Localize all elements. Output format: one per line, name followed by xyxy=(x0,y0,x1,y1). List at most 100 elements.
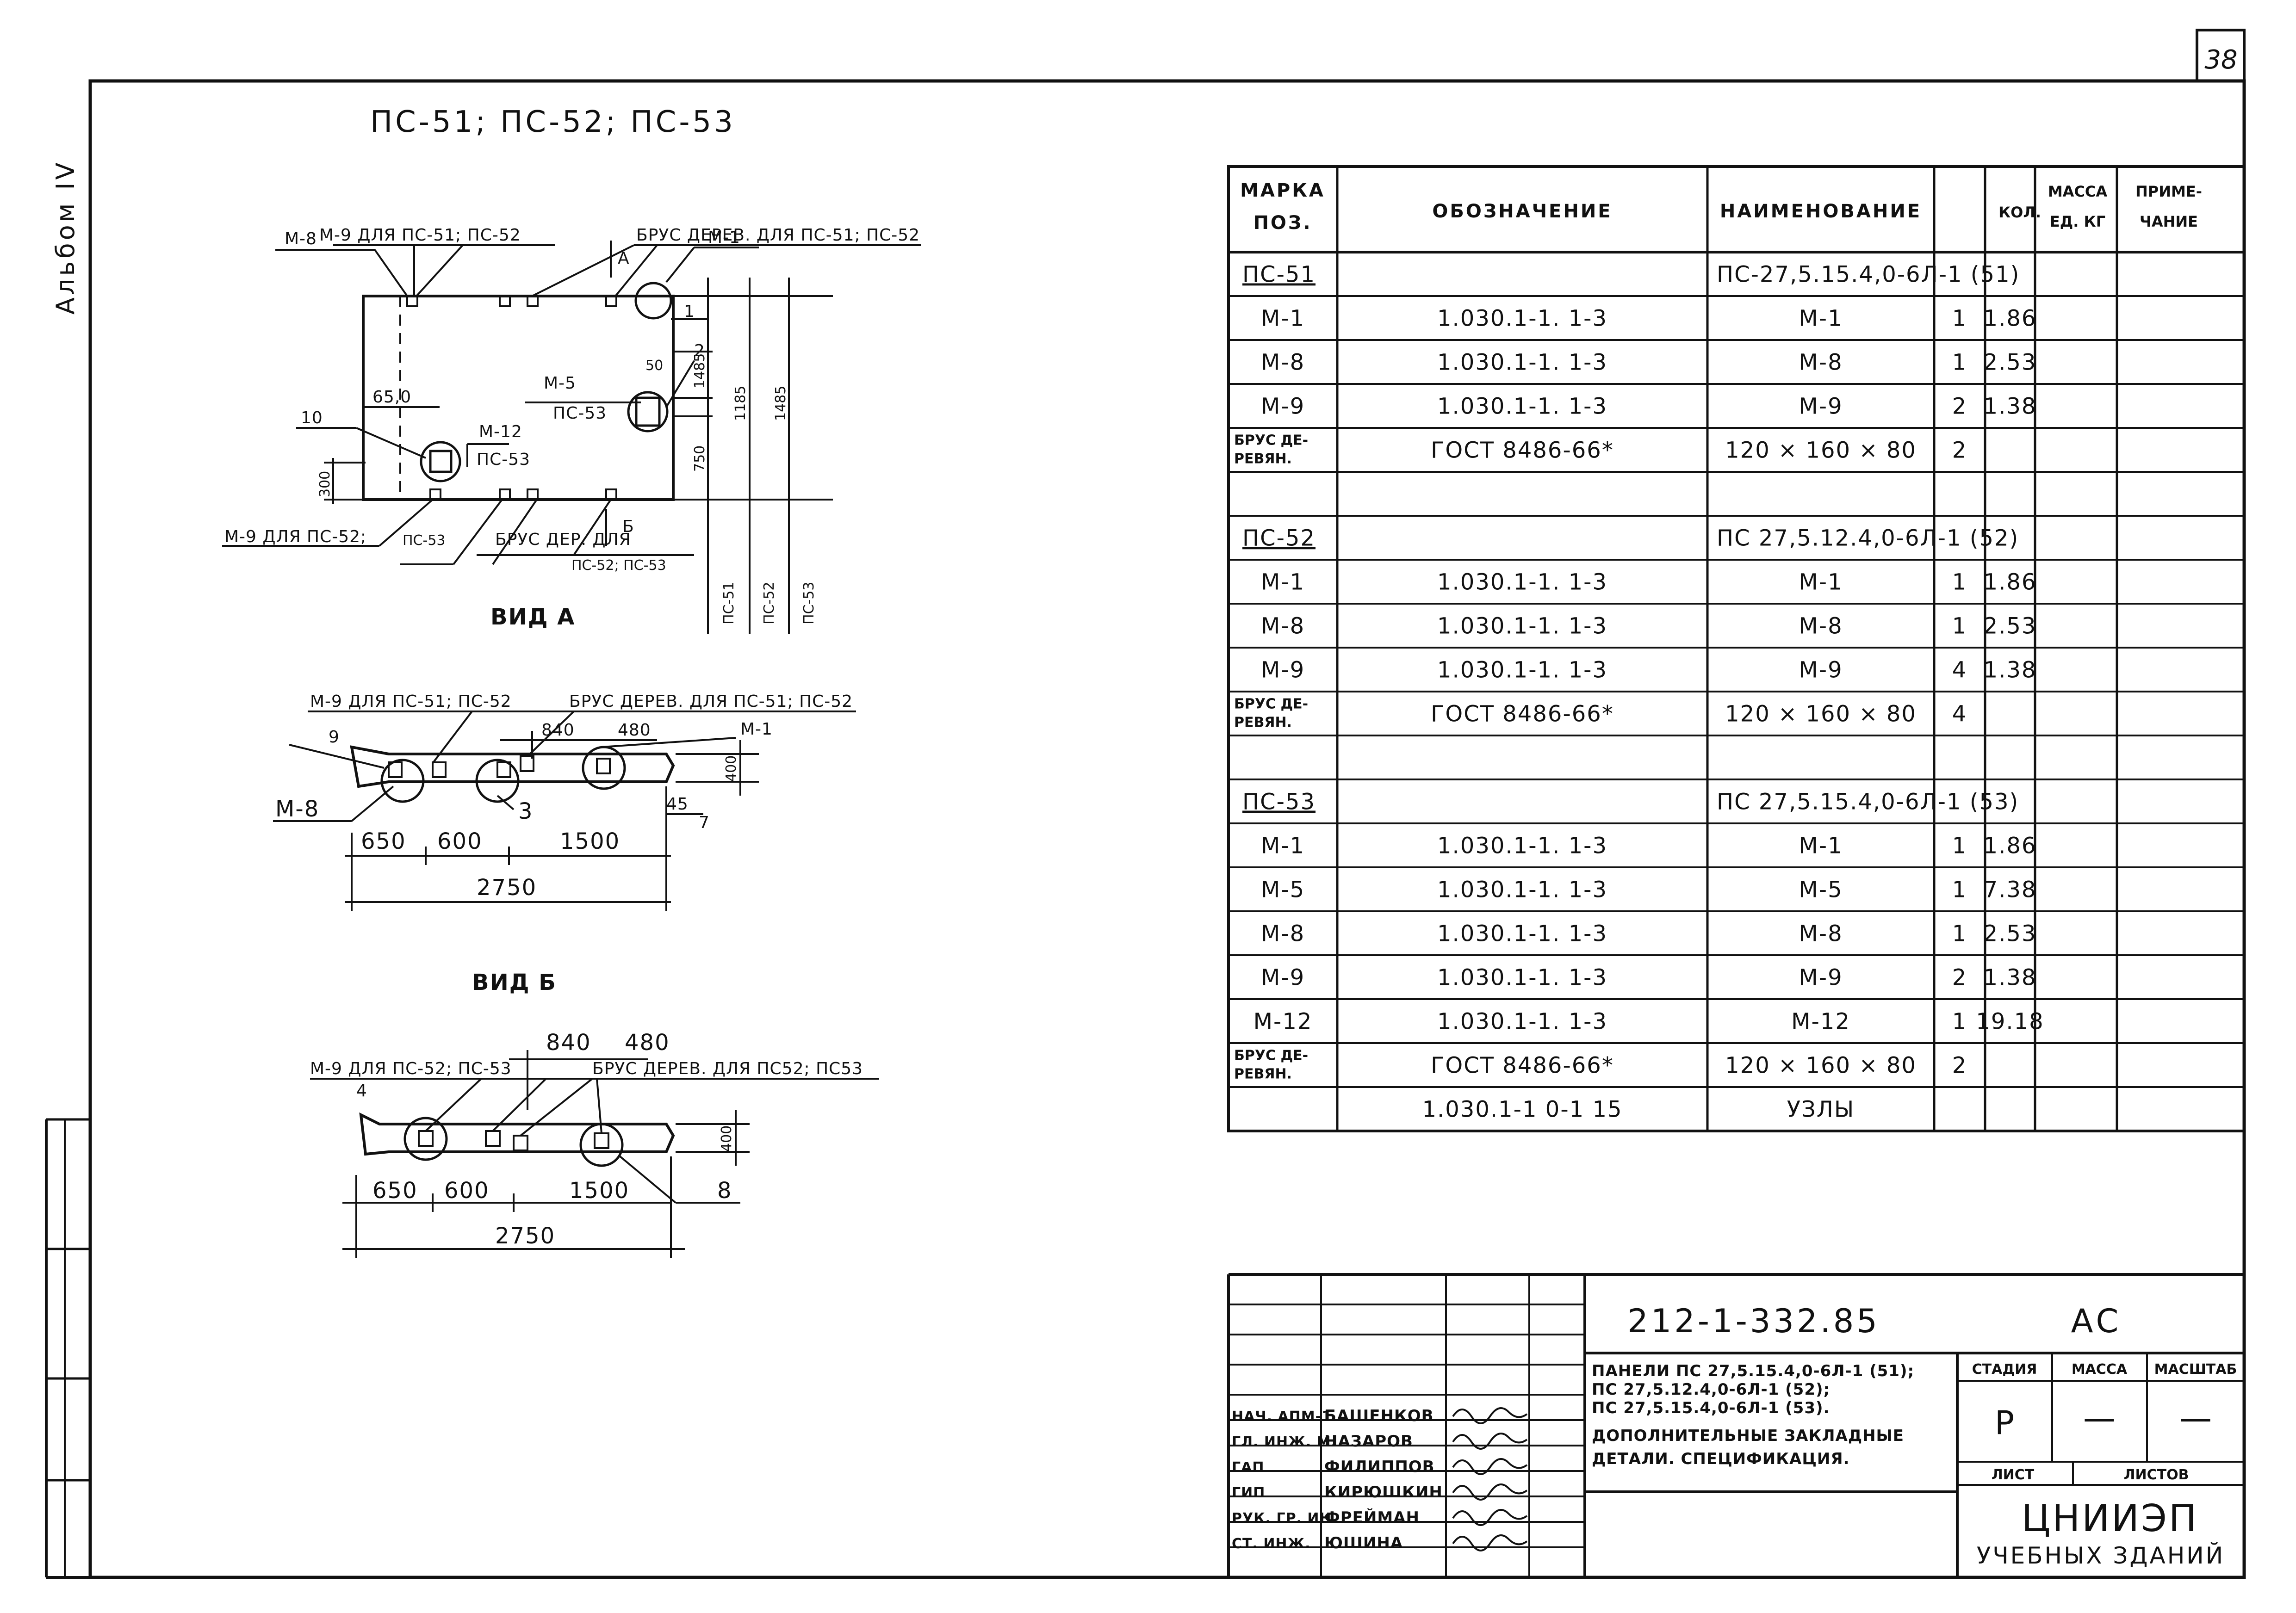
spec-cell-mark: М-1 xyxy=(1261,306,1305,332)
plan-label-m5-sub: ПС-53 xyxy=(553,404,607,423)
spec-row: БРУС ДЕ-РЕВЯН.ГОСТ 8486-66*120 × 160 × 8… xyxy=(1234,433,1966,467)
description-line: ПС 27,5.15.4,0-6Л-1 (53). xyxy=(1592,1399,1830,1417)
spec-header-mass-1: МАССА xyxy=(2048,183,2108,200)
spec-cell-mass: 1.38 xyxy=(1984,394,2037,420)
spec-cell-name: 120 × 160 × 80 xyxy=(1725,438,1917,464)
spec-cell-qty: 1 xyxy=(1952,921,1967,947)
spec-cell-mark: БРУС ДЕ- xyxy=(1234,1048,1308,1064)
sheet-header: ЛИСТ xyxy=(1992,1467,2035,1483)
spec-cell-qty: 2 xyxy=(1952,965,1967,991)
spec-row: БРУС ДЕ-РЕВЯН.ГОСТ 8486-66*120 × 160 × 8… xyxy=(1234,1048,1966,1082)
plan-col-ps52: ПС-52 xyxy=(761,581,777,624)
spec-cell-mark: РЕВЯН. xyxy=(1234,1066,1292,1082)
plan-ref-1: 1 xyxy=(684,302,695,321)
title-block-section: АС xyxy=(2071,1302,2122,1340)
scale-value: — xyxy=(2179,1399,2212,1437)
staff-role: ГИП xyxy=(1232,1485,1265,1501)
spec-cell-mass: 1.86 xyxy=(1984,306,2037,332)
view-b-dim-600: 600 xyxy=(444,1178,490,1204)
stage-header: СТАДИЯ xyxy=(1972,1361,2037,1378)
spec-cell-mark: М-1 xyxy=(1261,569,1305,595)
spec-cell-mark: РЕВЯН. xyxy=(1234,451,1292,467)
spec-cell-mark: ПС-51 xyxy=(1242,262,1316,288)
spec-cell-name: 120 × 160 × 80 xyxy=(1725,701,1917,727)
spec-cell-mark: М-8 xyxy=(1261,350,1305,376)
signature-scribble xyxy=(1452,1433,1528,1450)
spec-cell-mass: 1.86 xyxy=(1984,569,2037,595)
spec-cell-designation: 1.030.1-1. 1-3 xyxy=(1437,965,1607,991)
spec-cell-mark: БРУС ДЕ- xyxy=(1234,696,1308,712)
spec-cell-mass: 1.86 xyxy=(1984,833,2037,859)
spec-header-note-1: ПРИМЕ- xyxy=(2135,183,2202,200)
spec-cell-designation: 1.030.1-1. 1-3 xyxy=(1437,833,1607,859)
plan-leaders xyxy=(222,241,921,565)
signature-scribble xyxy=(1452,1509,1528,1526)
view-a-dim-840: 840 xyxy=(541,721,575,740)
spec-cell-designation: 1.030.1-1 0-1 15 xyxy=(1422,1097,1622,1123)
view-b: ВИД Б М-9 ДЛЯ ПС-52; ПС-5 xyxy=(310,970,879,1258)
spec-table: МАРКА ПОЗ. ОБОЗНАЧЕНИЕ НАИМЕНОВАНИЕ КОЛ.… xyxy=(1227,165,2246,1132)
plan-dim-750: 750 xyxy=(692,445,708,472)
spec-header-mass-2: ЕД. КГ xyxy=(2050,213,2105,230)
view-a-ref-3: 3 xyxy=(518,798,534,824)
view-a-dim-2750: 2750 xyxy=(477,875,537,901)
spec-cell-designation: 1.030.1-1. 1-3 xyxy=(1437,306,1607,332)
plan-label-brus-bottom: БРУС ДЕР. ДЛЯ xyxy=(495,530,631,549)
spec-cell-name: М-9 xyxy=(1799,965,1843,991)
plan-dim-1185: 1185 xyxy=(732,386,749,421)
plan-view: М-9 ДЛЯ ПС-51; ПС-52 БРУС ДЕРЕВ. ДЛЯ ПС-… xyxy=(222,226,921,634)
spec-cell-designation: 1.030.1-1. 1-3 xyxy=(1437,1009,1607,1035)
drawing-title: ПС-51; ПС-52; ПС-53 xyxy=(370,105,736,139)
view-b-ref-4: 4 xyxy=(356,1082,367,1100)
view-a-dim-45: 45 xyxy=(666,795,689,814)
staff-name: ЮШИНА xyxy=(1324,1534,1403,1552)
plan-arrow-a: А xyxy=(618,249,630,268)
spec-cell-mark: М-8 xyxy=(1261,921,1305,947)
spec-cell-designation: 1.030.1-1. 1-3 xyxy=(1437,921,1607,947)
view-a-label-brus: БРУС ДЕРЕВ. ДЛЯ ПС-51; ПС-52 xyxy=(569,692,853,711)
spec-header-note-2: ЧАНИЕ xyxy=(2140,213,2198,230)
spec-cell-designation: ГОСТ 8486-66* xyxy=(1431,701,1614,727)
album-label: Альбом IV xyxy=(51,160,80,315)
sheets-header: ЛИСТОВ xyxy=(2124,1467,2189,1483)
spec-table-grid xyxy=(1227,165,2246,1132)
plan-ref-10: 10 xyxy=(301,408,323,427)
spec-cell-designation: 1.030.1-1. 1-3 xyxy=(1437,877,1607,903)
view-b-title: ВИД Б xyxy=(472,970,557,995)
view-a-ref-7: 7 xyxy=(699,813,710,832)
spec-header-mark-1: МАРКА xyxy=(1240,180,1325,201)
spec-cell-designation: ГОСТ 8486-66* xyxy=(1431,438,1614,464)
spec-header-qty: КОЛ. xyxy=(1998,204,2041,221)
description-line: ДОПОЛНИТЕЛЬНЫЕ ЗАКЛАДНЫЕ xyxy=(1592,1427,1904,1445)
staff-role: СТ. ИНЖ. xyxy=(1232,1536,1311,1552)
spec-cell-designation: ГОСТ 8486-66* xyxy=(1431,1053,1614,1079)
spec-cell-name: ПС 27,5.15.4,0-6Л-1 (53) xyxy=(1717,789,2019,815)
description-line: ПАНЕЛИ ПС 27,5.15.4,0-6Л-1 (51); xyxy=(1592,1362,1914,1380)
description-line: ДЕТАЛИ. СПЕЦИФИКАЦИЯ. xyxy=(1592,1450,1849,1468)
spec-cell-name: М-1 xyxy=(1799,833,1843,859)
spec-header-mark-2: ПОЗ. xyxy=(1253,212,1312,234)
view-b-dim-400: 400 xyxy=(719,1125,735,1152)
spec-cell-name: М-8 xyxy=(1799,350,1843,376)
plan-label-m12: М-12 xyxy=(479,422,522,441)
plan-dim-50: 50 xyxy=(645,358,663,374)
spec-cell-mass: 1.38 xyxy=(1984,965,2037,991)
view-b-dim-1500: 1500 xyxy=(569,1178,629,1204)
spec-cell-mark: РЕВЯН. xyxy=(1234,715,1292,731)
staff-role: ГАП xyxy=(1232,1459,1264,1476)
view-b-dim-840: 840 xyxy=(546,1030,591,1056)
spec-cell-mark: М-1 xyxy=(1261,833,1305,859)
page-number: 38 xyxy=(2204,45,2237,75)
staff-row: ГЛ. ИНЖ. М.НАЗАРОВ xyxy=(1232,1432,1528,1451)
scale-header: МАСШТАБ xyxy=(2154,1361,2237,1378)
spec-cell-name: М-1 xyxy=(1799,569,1843,595)
